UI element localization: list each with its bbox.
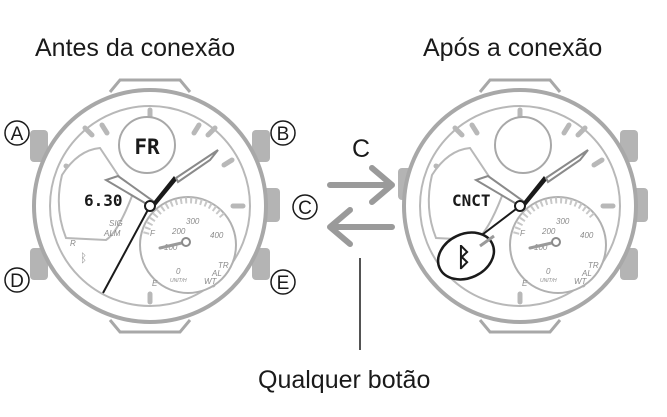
label-d-circle: [4, 267, 30, 293]
label-e: E: [277, 273, 290, 294]
switch-button-label: C: [352, 135, 370, 163]
button-labels: A D B C E: [4, 120, 318, 295]
scale-0: 0: [176, 267, 181, 276]
top-subdial-after: [494, 116, 552, 174]
alm-label: ALM: [103, 229, 121, 238]
sub-label-e: E: [152, 279, 158, 288]
arrow-left-icon: [327, 207, 395, 247]
scale-ticks: [143, 197, 227, 235]
scale-200: 200: [171, 227, 186, 236]
hour-indices: [63, 107, 246, 305]
center-pin: [144, 200, 156, 212]
caption-before: Antes da conexão: [35, 34, 236, 62]
second-hand: [102, 205, 151, 294]
minute-hand-tip-after: [544, 149, 589, 184]
label-b-circle: [270, 120, 296, 146]
transition-arrows: C: [327, 135, 395, 350]
watch-before: FR 6.30 SIG ALM R ᛒ 300 200 400 100 0 UN…: [30, 78, 280, 334]
scale-400: 400: [210, 231, 224, 240]
sub-label-f: F: [150, 229, 156, 238]
center-pin-after: [514, 200, 526, 212]
sub-label-tr-after: TR: [588, 261, 599, 270]
sub-label-wt: WT: [204, 277, 218, 286]
watch-button-a: [30, 130, 48, 162]
label-b: B: [277, 124, 290, 145]
sub-label-al-after: AL: [581, 269, 592, 278]
sub-label-wt-after: WT: [574, 277, 588, 286]
label-e-circle: [270, 269, 296, 295]
watch-bezel: [49, 105, 251, 307]
sub-label-al: AL: [211, 269, 222, 278]
sub-label-e-after: E: [522, 279, 528, 288]
left-display-text-after: CNCT: [452, 191, 491, 210]
watch-after-bezel: [419, 105, 621, 307]
scale-300: 300: [186, 217, 200, 226]
top-display-text: FR: [134, 135, 160, 159]
r-label: R: [70, 239, 76, 248]
scale-200-after: 200: [541, 227, 556, 236]
left-display-panel-after: [427, 146, 504, 242]
scale-100: 100: [164, 243, 178, 252]
sig-label: SIG: [109, 219, 123, 228]
minute-hand-tip: [174, 149, 219, 184]
label-a-circle: [4, 120, 30, 146]
sub-label-f-after: F: [520, 229, 526, 238]
caption-after: Após a conexão: [423, 34, 603, 62]
scale-300-after: 300: [556, 217, 570, 226]
label-c-circle: [292, 194, 318, 220]
sub-label-tr: TR: [218, 261, 229, 270]
watch-button-b: [252, 130, 270, 162]
bluetooth-icon-after: ᛒ: [456, 242, 472, 272]
left-display-panel: [57, 146, 134, 242]
arrow-right-icon: [327, 165, 395, 205]
hand-tip-in-highlight: [479, 234, 495, 248]
minute-hand-base: [150, 176, 177, 209]
scale-100-after: 100: [534, 243, 548, 252]
scale-unit-after: UNIT/H: [540, 278, 557, 284]
scale-400-after: 400: [580, 231, 594, 240]
minute-hand-base-after: [520, 176, 547, 209]
scale-unit: UNIT/H: [170, 278, 187, 284]
watch-after: CNCT 300 200 400 100 0 UNIT/H F E TR AL …: [398, 78, 648, 334]
scale-0-after: 0: [546, 267, 551, 276]
caption-any-button: Qualquer botão: [258, 366, 431, 394]
label-c: C: [298, 198, 312, 219]
label-d: D: [10, 271, 24, 292]
label-a: A: [11, 124, 24, 145]
left-display-text: 6.30: [84, 191, 123, 210]
bluetooth-icon: ᛒ: [80, 251, 87, 265]
top-subdial: [118, 116, 176, 174]
